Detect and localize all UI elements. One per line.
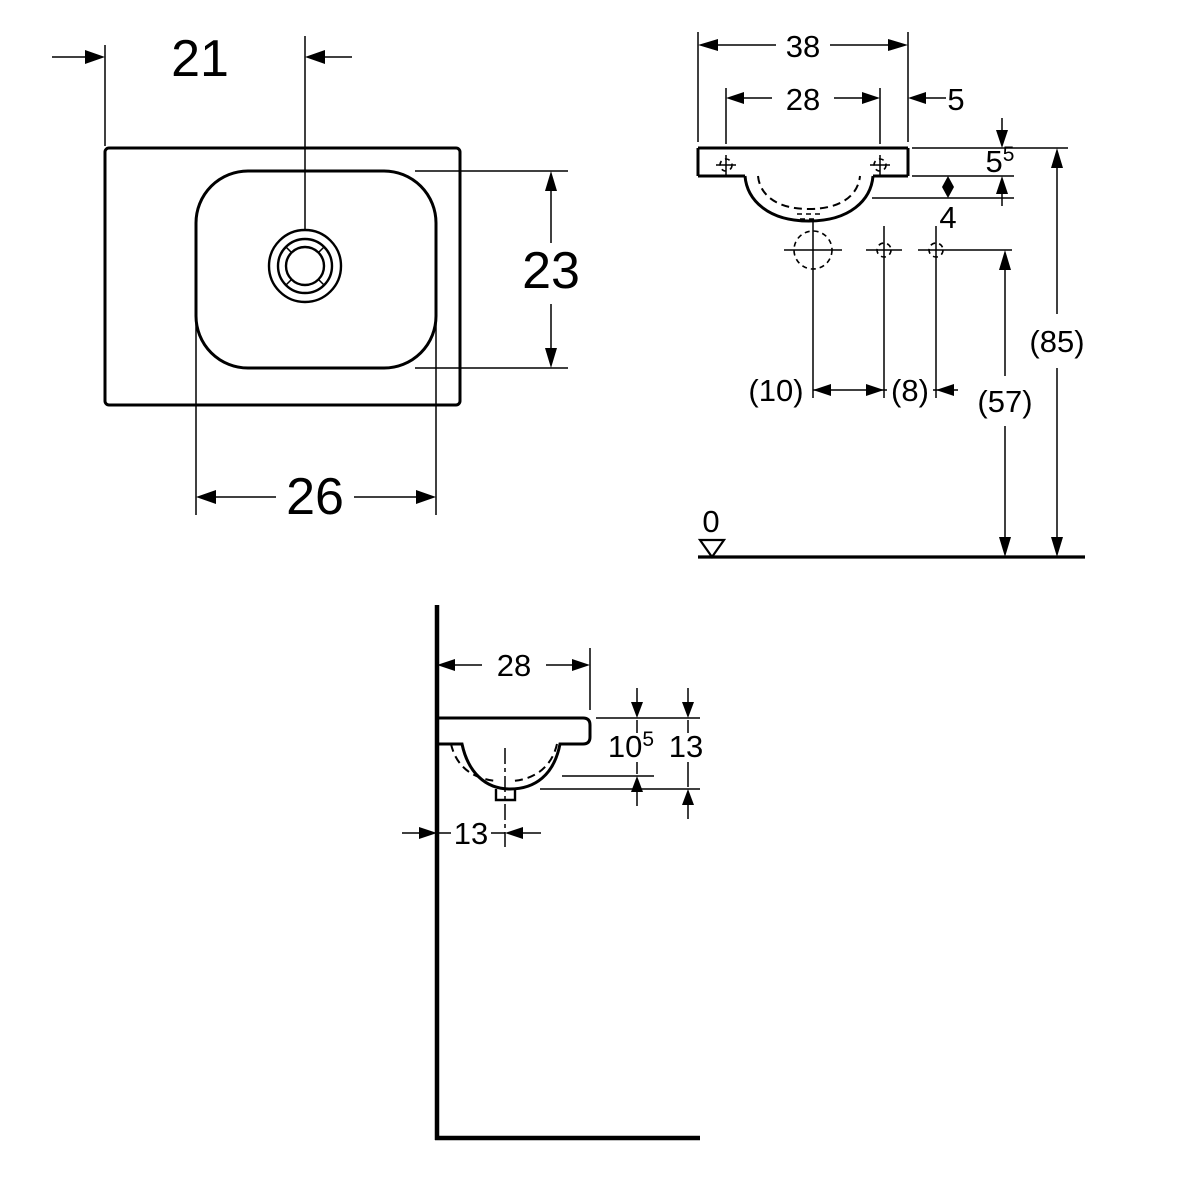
dim-label-21: 21 — [171, 30, 229, 88]
datum-zero: 0 — [697, 504, 727, 559]
dim-side-depths: 105 13 — [540, 688, 703, 819]
arrow-right-icon — [85, 50, 105, 64]
arrow-left-icon — [505, 827, 523, 839]
arrow-right-icon — [419, 827, 437, 839]
dim-label-57: (57) — [977, 384, 1032, 419]
arrow-right-icon — [862, 92, 880, 104]
arrow-left-icon — [908, 92, 926, 104]
dim-label-10: (10) — [748, 373, 803, 408]
dim-front-overall-width: 38 — [697, 29, 909, 142]
dim-plan-bowl-depth: 23 — [415, 170, 580, 369]
dim-side-overall-depth: 28 — [437, 648, 591, 710]
tap-hole-right-icon — [918, 226, 1012, 398]
arrow-left-icon — [196, 490, 216, 504]
datum-triangle-icon — [697, 538, 727, 559]
dim-label-8: (8) — [891, 373, 929, 408]
dim-front-side-offset: 5 — [908, 82, 965, 117]
front-view: 38 28 5 55 — [696, 29, 1085, 559]
arrow-down-icon — [631, 702, 643, 718]
dim-label-5-5: 55 — [986, 143, 1015, 179]
arrow-right-icon — [888, 39, 908, 51]
dim-label-4: 4 — [939, 200, 956, 235]
dim-side-drain-offset: 13 — [402, 816, 541, 851]
dim-plan-center-offset: 21 — [52, 30, 352, 146]
fixing-hole-left-icon — [716, 155, 736, 175]
side-view: 28 105 13 — [402, 605, 703, 1141]
arrow-up-icon — [682, 789, 694, 805]
arrow-down-icon — [999, 537, 1011, 557]
arrow-down-icon — [1051, 537, 1063, 557]
dim-front-rim-height: (85) — [1029, 148, 1085, 557]
arrow-down-icon — [545, 348, 557, 368]
drain-icon — [267, 228, 343, 304]
bowl-side-inner-hidden — [450, 743, 498, 782]
dim-front-hole-pitches: (10) (8) — [748, 373, 958, 408]
arrow-right-icon — [572, 659, 590, 671]
arrow-left-icon — [936, 384, 954, 396]
basin-bowl-plan — [194, 169, 438, 370]
arrow-up-icon — [996, 176, 1008, 194]
arrow-up-icon — [1051, 148, 1063, 168]
arrow-down-icon — [682, 702, 694, 718]
dim-label-26: 26 — [286, 468, 344, 526]
dim-label-28-side: 28 — [497, 648, 531, 683]
bowl-front-outer — [743, 175, 875, 223]
arrow-right-icon — [866, 384, 884, 396]
dim-label-13-offset: 13 — [454, 816, 488, 851]
dim-label-10-5: 105 — [608, 728, 654, 764]
arrow-left-icon — [813, 384, 831, 396]
tap-hole-main-icon — [784, 220, 842, 398]
dim-label-85: (85) — [1029, 324, 1084, 359]
tap-hole-mid-icon — [866, 226, 902, 398]
arrow-right-icon — [416, 490, 436, 504]
arrow-down-icon — [996, 130, 1008, 148]
arrow-up-icon — [631, 776, 643, 792]
arrow-up-icon — [999, 250, 1011, 270]
arrow-down-icon — [942, 187, 954, 198]
fixing-hole-right-icon — [870, 155, 890, 175]
arrow-left-icon — [305, 50, 325, 64]
arrow-left-icon — [698, 39, 718, 51]
plan-view: 21 23 26 — [52, 30, 580, 526]
dim-front-under-rim: 4 — [872, 176, 1014, 235]
bowl-front-inner-hidden — [757, 175, 861, 211]
arrow-left-icon — [437, 659, 455, 671]
dim-front-tap-hole-width: 28 — [725, 82, 881, 144]
dim-plan-bowl-width: 26 — [195, 318, 437, 526]
basin-side-outline — [437, 716, 592, 847]
arrow-up-icon — [545, 171, 557, 191]
dim-label-23: 23 — [522, 242, 580, 300]
arrow-up-icon — [942, 176, 954, 187]
dim-label-0: 0 — [702, 504, 719, 539]
dim-label-5: 5 — [947, 82, 964, 117]
basin-outer-plan — [103, 146, 462, 407]
dim-front-drain-height: (57) — [977, 250, 1033, 557]
arrow-left-icon — [726, 92, 744, 104]
dim-front-rim-thickness: 55 — [912, 118, 1068, 206]
bowl-side-inner-hidden — [512, 743, 558, 782]
dim-label-38: 38 — [786, 29, 820, 64]
dim-label-28-front: 28 — [786, 82, 820, 117]
dim-label-13-depth: 13 — [669, 729, 703, 764]
basin-front-outline — [696, 146, 910, 223]
